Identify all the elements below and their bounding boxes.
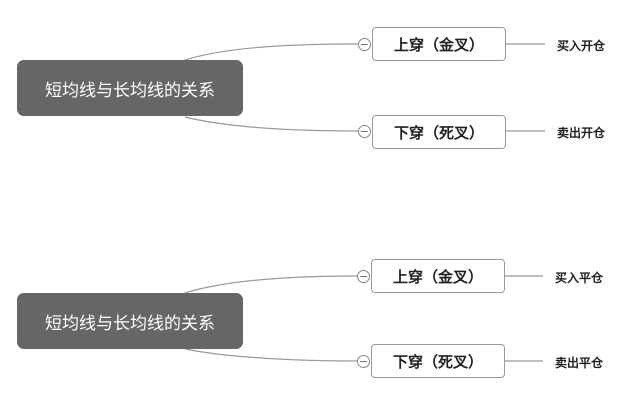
connector — [184, 348, 358, 362]
connector — [184, 43, 359, 61]
leaf-node[interactable]: 卖出开仓 — [557, 126, 606, 140]
branch-node-golden-cross[interactable]: 上穿（金叉） — [371, 259, 505, 293]
root-node[interactable]: 短均线与长均线的关系 — [17, 293, 243, 349]
branch-node-death-cross[interactable]: 下穿（死叉） — [372, 115, 506, 149]
branch-node-golden-cross[interactable]: 上穿（金叉） — [372, 27, 506, 61]
leaf-node[interactable]: 卖出平仓 — [555, 356, 604, 370]
collapse-icon[interactable] — [358, 125, 371, 138]
collapse-icon[interactable] — [357, 355, 370, 368]
collapse-icon[interactable] — [358, 38, 371, 51]
root-node[interactable]: 短均线与长均线的关系 — [17, 60, 243, 116]
branch-node-death-cross[interactable]: 下穿（死叉） — [371, 344, 505, 378]
collapse-icon[interactable] — [357, 270, 370, 283]
connector — [184, 275, 358, 294]
leaf-node[interactable]: 买入平仓 — [555, 271, 604, 285]
leaf-node[interactable]: 买入开仓 — [557, 39, 606, 53]
connector — [184, 116, 359, 132]
